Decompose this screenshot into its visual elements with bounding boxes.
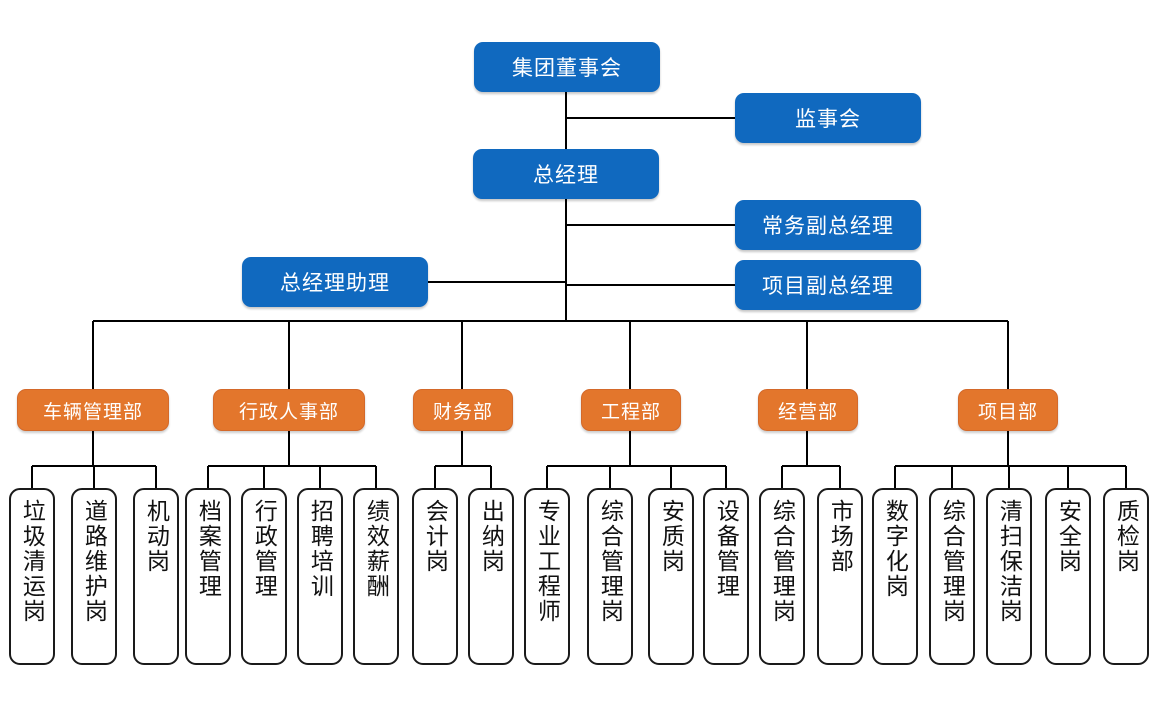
- position-label: 绩效薪酬: [363, 499, 390, 599]
- position-label: 质检岗: [1113, 499, 1140, 574]
- position-label: 招聘培训: [307, 499, 334, 599]
- position-label: 综合管理岗: [939, 499, 966, 624]
- position-label: 垃圾清运岗: [19, 499, 46, 624]
- position-label: 专业工程师: [534, 499, 561, 624]
- department-node[interactable]: 财务部: [413, 389, 513, 431]
- department-node[interactable]: 经营部: [758, 389, 858, 431]
- position-node[interactable]: 道路维护岗: [71, 488, 117, 665]
- node-label: 总经理: [533, 164, 599, 187]
- node-label: 监事会: [795, 108, 861, 131]
- position-node[interactable]: 绩效薪酬: [353, 488, 399, 665]
- position-node[interactable]: 档案管理: [185, 488, 231, 665]
- department-node[interactable]: 行政人事部: [213, 389, 365, 431]
- position-node[interactable]: 出纳岗: [468, 488, 514, 665]
- position-label: 市场部: [827, 499, 854, 574]
- position-label: 安全岗: [1055, 499, 1082, 574]
- position-label: 档案管理: [195, 499, 222, 599]
- position-label: 道路维护岗: [81, 499, 108, 624]
- node-label: 常务副总经理: [762, 215, 894, 238]
- position-label: 出纳岗: [478, 499, 505, 574]
- position-node[interactable]: 机动岗: [133, 488, 179, 665]
- department-node[interactable]: 工程部: [581, 389, 681, 431]
- department-label: 工程部: [600, 401, 661, 423]
- position-node[interactable]: 数字化岗: [872, 488, 918, 665]
- position-node[interactable]: 垃圾清运岗: [9, 488, 55, 665]
- position-node[interactable]: 综合管理岗: [929, 488, 975, 665]
- node-label: 集团董事会: [512, 57, 622, 80]
- position-node[interactable]: 会计岗: [412, 488, 458, 665]
- node-executive-vice-general-manager[interactable]: 常务副总经理: [735, 200, 921, 250]
- position-node[interactable]: 清扫保洁岗: [986, 488, 1032, 665]
- department-node[interactable]: 车辆管理部: [17, 389, 169, 431]
- department-label: 行政人事部: [238, 401, 339, 423]
- department-label: 项目部: [977, 401, 1038, 423]
- position-label: 数字化岗: [882, 499, 909, 599]
- position-node[interactable]: 质检岗: [1103, 488, 1149, 665]
- position-node[interactable]: 综合管理岗: [587, 488, 633, 665]
- position-label: 综合管理岗: [769, 499, 796, 624]
- position-label: 安质岗: [658, 499, 685, 574]
- position-node[interactable]: 综合管理岗: [759, 488, 805, 665]
- position-label: 会计岗: [422, 499, 449, 574]
- position-label: 设备管理: [713, 499, 740, 599]
- department-node[interactable]: 项目部: [958, 389, 1058, 431]
- node-supervisory-board[interactable]: 监事会: [735, 93, 921, 143]
- node-label: 项目副总经理: [762, 275, 894, 298]
- position-node[interactable]: 安全岗: [1045, 488, 1091, 665]
- position-node[interactable]: 设备管理: [703, 488, 749, 665]
- position-node[interactable]: 行政管理: [241, 488, 287, 665]
- node-general-manager[interactable]: 总经理: [473, 149, 659, 199]
- position-node[interactable]: 市场部: [817, 488, 863, 665]
- position-label: 行政管理: [251, 499, 278, 599]
- node-general-manager-assistant[interactable]: 总经理助理: [242, 257, 428, 307]
- position-label: 清扫保洁岗: [996, 499, 1023, 624]
- position-label: 机动岗: [143, 499, 170, 574]
- position-node[interactable]: 招聘培训: [297, 488, 343, 665]
- node-label: 总经理助理: [280, 272, 390, 295]
- node-project-vice-general-manager[interactable]: 项目副总经理: [735, 260, 921, 310]
- department-label: 经营部: [777, 401, 838, 423]
- position-node[interactable]: 专业工程师: [524, 488, 570, 665]
- department-label: 财务部: [432, 401, 493, 423]
- position-label: 综合管理岗: [597, 499, 624, 624]
- node-board-of-directors[interactable]: 集团董事会: [474, 42, 660, 92]
- position-node[interactable]: 安质岗: [648, 488, 694, 665]
- department-label: 车辆管理部: [42, 401, 143, 423]
